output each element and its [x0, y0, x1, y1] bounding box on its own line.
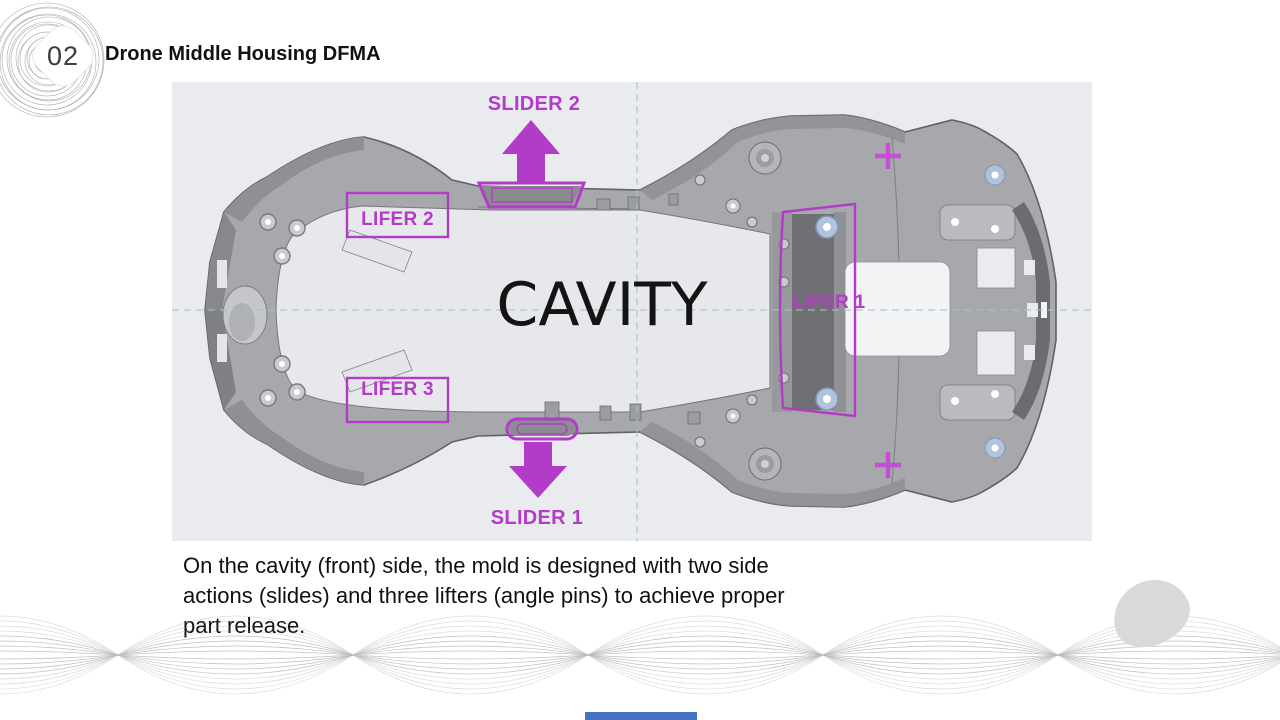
page-number-badge [32, 25, 94, 87]
plus-marker-icon [875, 143, 901, 478]
slider2-seat [482, 186, 581, 206]
diagram-panel: SLIDER 2 LIFER 2 CAVITY LIFER 1 LIFER 3 … [172, 82, 1092, 541]
body-line: part release. [183, 613, 306, 638]
lifer2-label: LIFER 2 [361, 209, 434, 230]
lobe-bosses [694, 141, 782, 481]
lifer1-label: LIFER 1 [792, 292, 866, 313]
slider2-label: SLIDER 2 [487, 93, 581, 115]
page-number: 02 [46, 41, 80, 71]
lifer3-box [345, 376, 450, 424]
slider2-outline [476, 181, 587, 209]
annotations [345, 120, 901, 498]
slider1-arrow-down-icon [509, 442, 567, 498]
lifer1-outline [778, 202, 857, 418]
slider1-label: SLIDER 1 [490, 507, 584, 529]
nose-details [217, 213, 413, 407]
slider2-arrow-up-icon [502, 120, 560, 184]
lifter1-channel [772, 212, 846, 412]
lifer3-label: LIFER 3 [361, 379, 434, 400]
drone-housing-diagram [172, 82, 1092, 541]
body-paragraph: On the cavity (front) side, the mold is … [183, 551, 903, 641]
body-line: On the cavity (front) side, the mold is … [183, 553, 769, 578]
lifer2-box [345, 191, 450, 239]
cavity-label: CAVITY [496, 270, 708, 340]
slider1-outline [505, 417, 579, 441]
centerlines [172, 82, 1092, 541]
right-cap-details [844, 137, 1050, 485]
wave-lines-decoration [0, 615, 1280, 695]
spiral-logo: 02 [0, 0, 130, 120]
body-line: actions (slides) and three lifters (angl… [183, 583, 785, 608]
slide-title: Drone Middle Housing DFMA [105, 43, 381, 65]
spiral-rings-icon [0, 2, 105, 118]
footer-accent-bar [585, 712, 697, 720]
